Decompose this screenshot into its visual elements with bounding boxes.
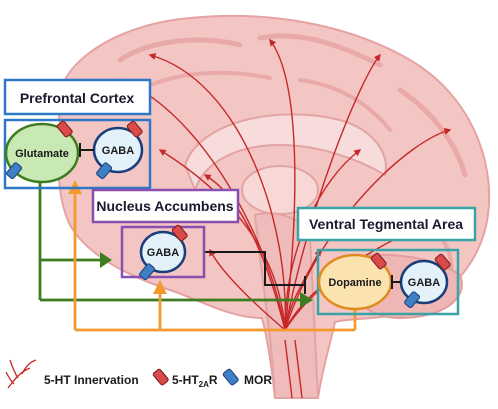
receptor-mor-icon [139,263,156,281]
receptor-5ht2a-icon [171,224,188,242]
brain-illustration [57,14,491,399]
glutamate-to-vta-arrowhead [300,292,313,308]
innervation-fiber [209,248,286,331]
dopamine-to-nac-arrowhead [153,280,167,294]
receptor-5ht2a-icon [370,252,387,270]
receptor-mor-icon [96,162,113,180]
receptor-5ht2a-icon [434,253,451,271]
pfc-glutamate-label: Glutamate [15,148,69,160]
pfc-title: Prefrontal Cortex [20,90,135,106]
gyrus-line [257,33,383,68]
gyrus-line [397,87,468,178]
innervation-fiber [294,339,303,399]
legend-mor-label: MOR [244,373,272,387]
gaba-inhibition-pathway [205,251,306,294]
gyrus-line [298,78,392,132]
vta-gaba-label: GABA [408,277,440,289]
nac-title: Nucleus Accumbens [96,198,233,214]
corpus-callosum [183,113,387,193]
receptor-5ht2a-icon [126,120,143,138]
glutamate-to-nac-arrowhead [100,252,112,268]
pfc-title-box [3,78,152,116]
legend-5ht2a-label: 5-HT2AR [172,373,218,389]
receptor-mor-legend-icon [222,368,239,386]
prefrontal-cortex-region: Prefrontal Cortex Glutamate GABA [3,78,152,190]
innervation-fiber [284,248,321,331]
vta-title: Ventral Tegmental Area [309,216,463,232]
nac-neuron-box [120,225,206,279]
vta-region: Ventral Tegmental Area Dopamine GABA [296,206,477,316]
legend-innervation-label: 5-HT Innervation [44,373,139,387]
pfc-gaba-label: GABA [102,145,134,157]
legend: 5-HT Innervation 5-HT2AR MOR [5,359,272,389]
innervation-fiber [284,53,381,331]
innervation-fiber [284,339,293,399]
receptor-5ht2a-legend-icon [152,368,169,386]
receptor-mor-icon [6,162,23,180]
nac-gaba-neuron [139,230,187,274]
glutamate-pathway [38,180,300,302]
receptor-mor-icon [404,291,421,309]
gyrus-line [117,37,243,63]
vta-title-box [296,206,477,242]
vta-dopamine-label: Dopamine [328,277,381,289]
innervation-fiber [203,174,286,331]
gyrus-line [148,70,272,87]
nucleus-accumbens-region: Nucleus Accumbens GABA [91,188,240,281]
innervation-fiber [284,127,452,331]
nac-gaba-label: GABA [147,247,179,259]
dopamine-pathway [73,190,357,332]
receptor-5ht2a-icon [56,120,73,138]
nac-title-box [91,188,240,224]
pfc-glutamate-neuron [4,122,80,184]
innervation-legend-icon [5,359,37,389]
